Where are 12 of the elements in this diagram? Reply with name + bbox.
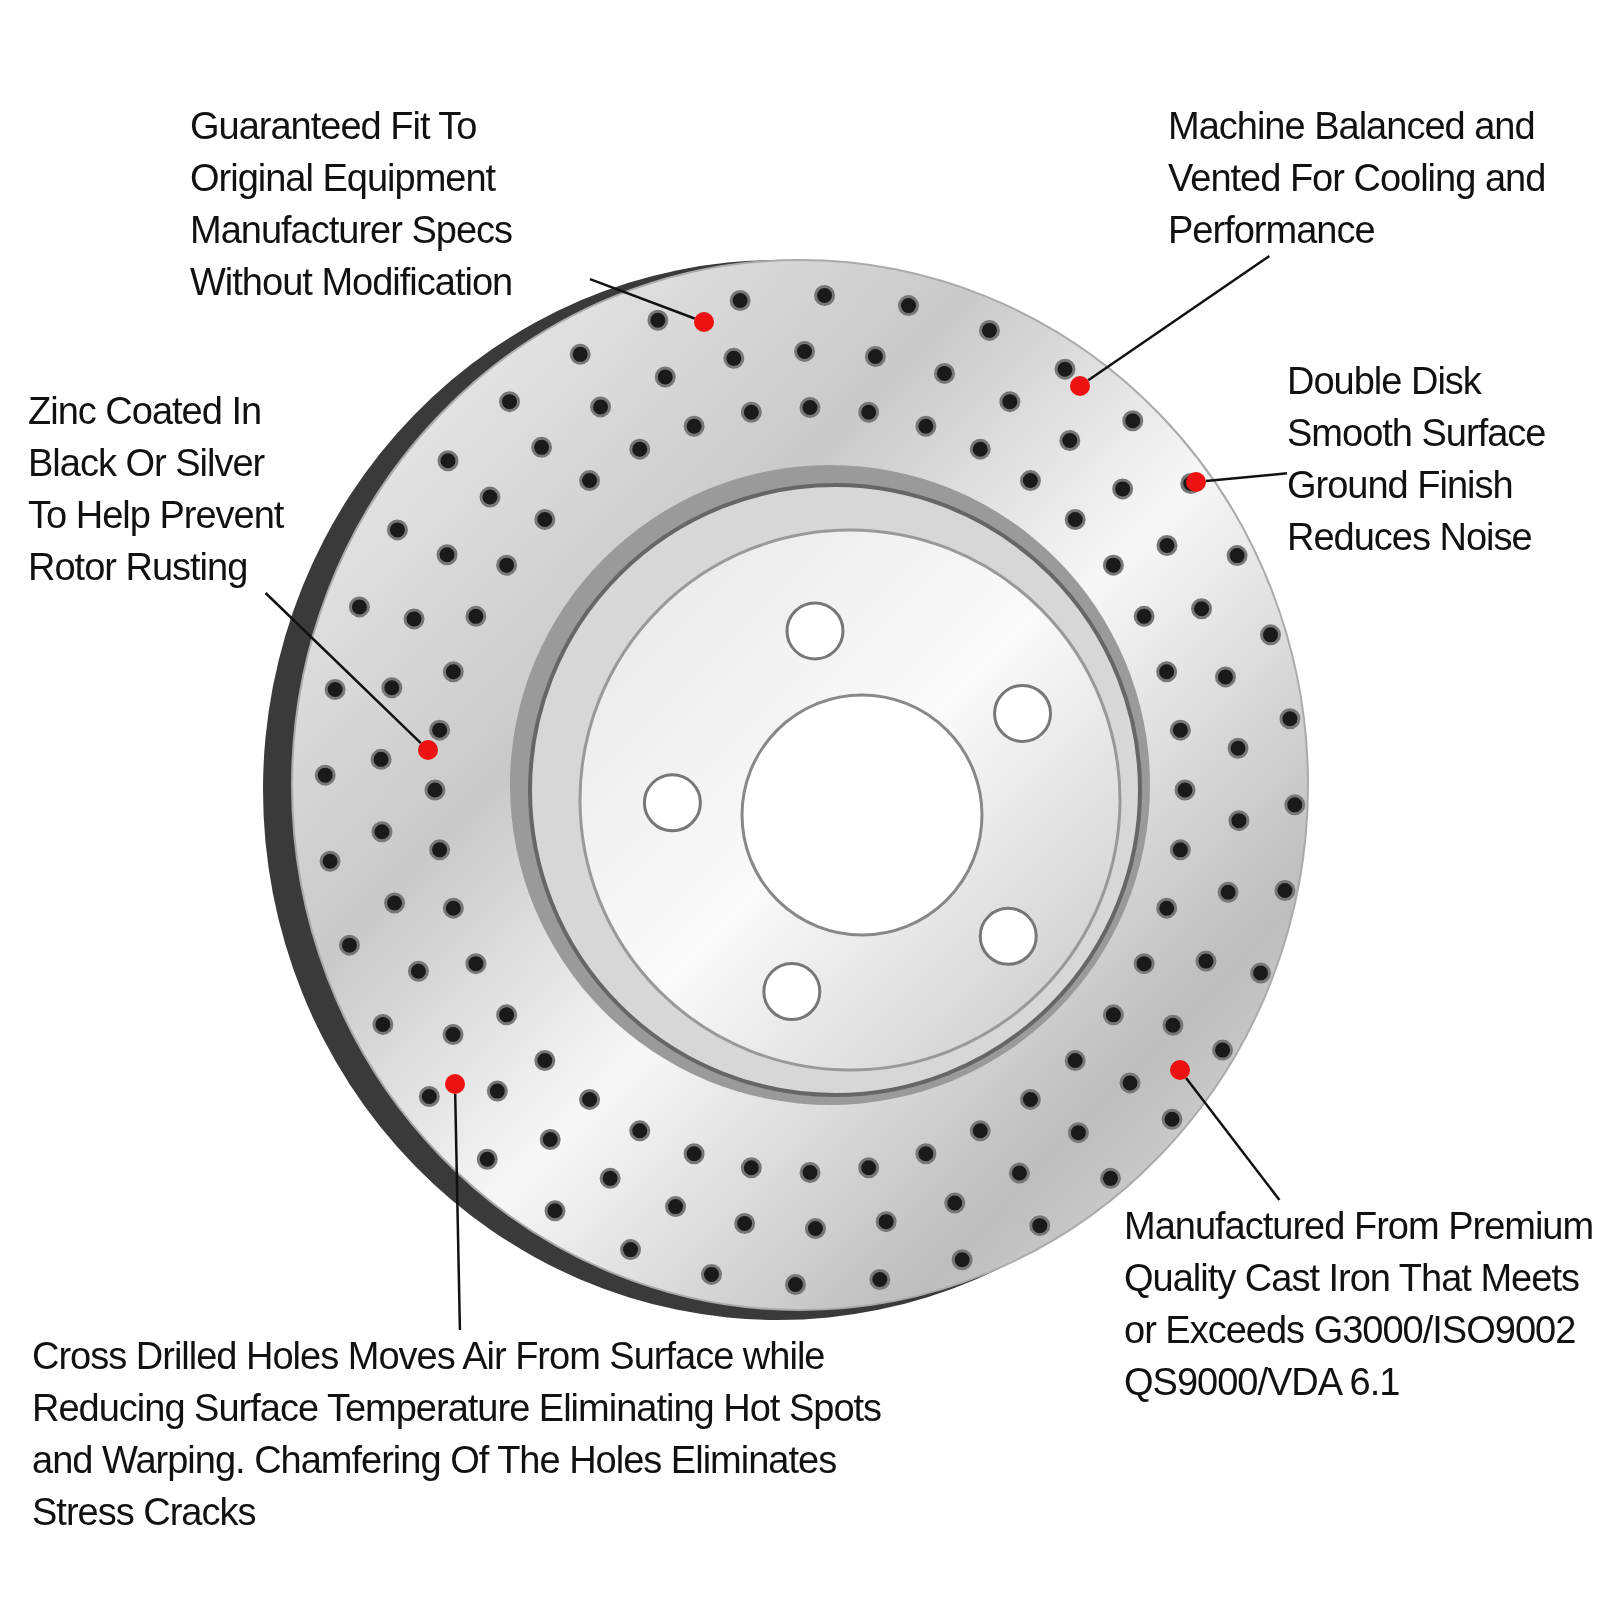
callout-text: Double Disk Smooth Surface Ground Finish Reduces Noise	[1287, 355, 1587, 563]
leader-line	[1185, 1077, 1281, 1201]
callout-text: Machine Balanced and Vented For Cooling and Performance	[1168, 100, 1598, 256]
callout-text: Manufactured From Premium Quality Cast Iron That Meets or Exceeds G3000/ISO9002 QS9000/VDA 6.1	[1124, 1200, 1594, 1408]
leader-line	[264, 592, 422, 744]
callout-text: Guaranteed Fit To Original Equipment Manufacturer Specs Without Modification	[190, 100, 590, 308]
callout-text: Cross Drilled Holes Moves Air From Surface while Reducing Surface Temperature Eliminating Hot Spots and Warping. Chamfering Of The Holes Eliminates Stress Cracks	[32, 1330, 892, 1538]
leader-line	[453, 1093, 462, 1331]
leader-line	[589, 278, 696, 320]
leader-line	[1087, 254, 1271, 382]
leader-line	[1205, 472, 1288, 483]
callout-text: Zinc Coated In Black Or Silver To Help Prevent Rotor Rusting	[28, 385, 288, 593]
